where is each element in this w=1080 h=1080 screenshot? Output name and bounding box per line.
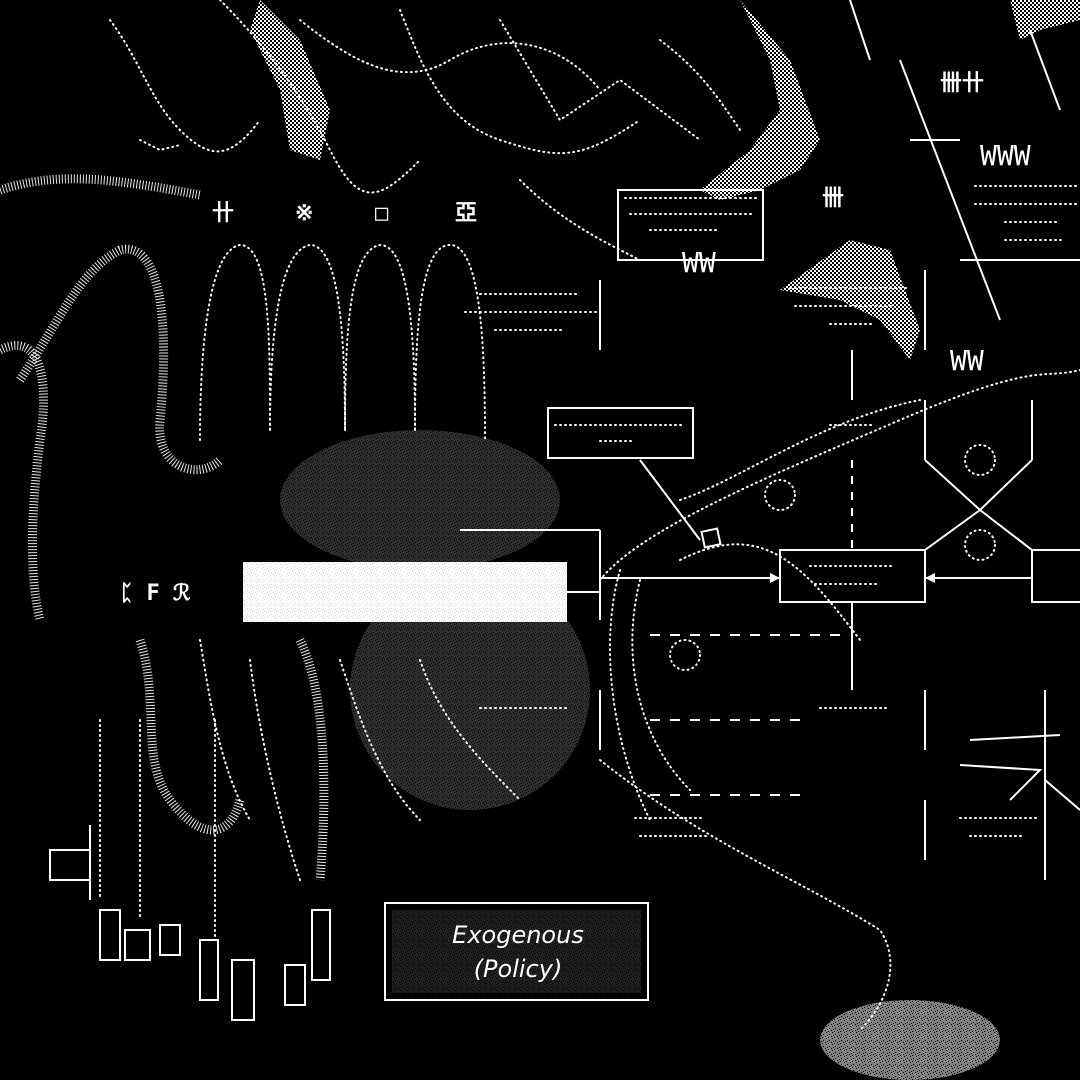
box-top-center [617,189,764,261]
ww-top-right: WWW [980,139,1031,172]
ww-middle-right: WW [950,344,984,377]
box-mid [779,549,926,603]
glyph-4: 亞 [455,201,477,226]
glyph-2: ※ [295,201,313,226]
connectors [599,350,1080,1031]
top-glyphs: 卄 ※ □ 亞 [212,201,477,226]
left-river-curves [0,174,329,881]
glyph-right-1: 卌卄 [940,71,984,96]
glyph-1: 卄 [212,201,234,226]
policy-label-line1: Exogenous [452,921,584,949]
box-adjust [547,407,694,459]
top-left-scribbles [109,0,741,261]
policy-box: Exogenous (Policy) [384,902,649,1001]
checker-blotches [250,0,1080,360]
right-diagonals: 卌卄 卌 [822,0,1080,880]
bar-glyph: ᛈ F ℛ [120,581,191,606]
ww-labels: WWW WW WW [682,139,1031,377]
box-text-stubs [464,185,1080,837]
central-bar [243,529,601,622]
dotted-lobes [199,243,521,881]
bar-glyphs: ᛈ F ℛ [120,581,191,606]
policy-label-line2: (Policy) [474,955,563,983]
bottom-left-glyphs [49,719,331,1021]
glyph-3: □ [375,201,389,226]
box-right [1031,549,1080,603]
ww-box-bottom: WW [682,246,716,279]
glyph-right-2: 卌 [822,186,844,211]
noise-cloud [280,430,1000,1080]
